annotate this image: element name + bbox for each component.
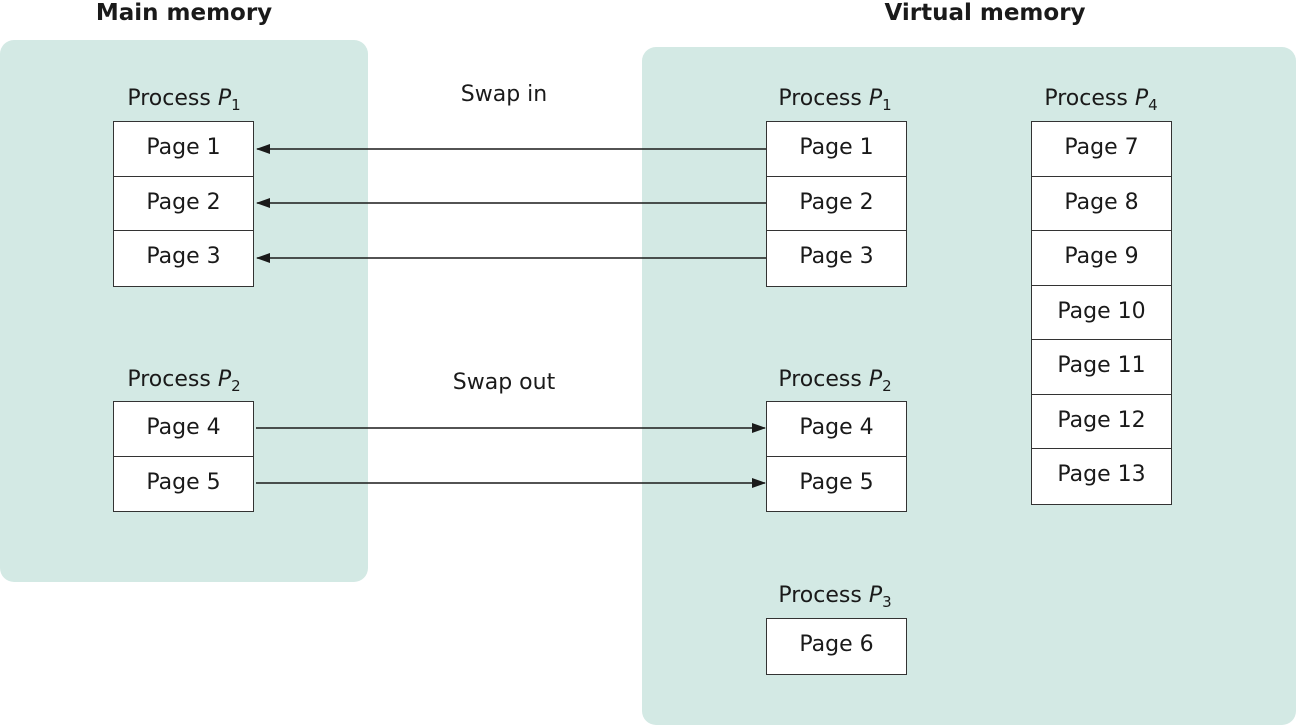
main-process-p2-pages: Page 4 Page 5 [113, 401, 254, 512]
page-cell: Page 10 [1032, 286, 1171, 340]
swap-out-label: Swap out [452, 370, 556, 395]
virtual-process-p3-label: Process P3 [778, 583, 892, 611]
virtual-process-p4-label: Process P4 [1044, 86, 1158, 114]
page-cell: Page 1 [767, 122, 906, 177]
virtual-process-p4-pages: Page 7 Page 8 Page 9 Page 10 Page 11 Pag… [1031, 121, 1172, 505]
main-process-p1-label: Process P1 [127, 86, 241, 114]
page-cell: Page 11 [1032, 340, 1171, 395]
page-cell: Page 7 [1032, 122, 1171, 177]
page-cell: Page 12 [1032, 395, 1171, 449]
virtual-process-p1-pages: Page 1 Page 2 Page 3 [766, 121, 907, 287]
page-cell: Page 1 [114, 122, 253, 177]
main-memory-heading: Main memory [95, 0, 273, 26]
page-cell: Page 5 [146, 469, 221, 495]
page-cell: Page 4 [114, 402, 253, 457]
main-process-p1-pages: Page 1 Page 2 Page 3 [113, 121, 254, 287]
virtual-memory-region [642, 47, 1296, 725]
page-cell: Page 2 [114, 177, 253, 231]
virtual-process-p2-pages: Page 4 Page 5 [766, 401, 907, 512]
virtual-process-p2-label: Process P2 [778, 367, 892, 395]
swap-in-label: Swap in [460, 82, 548, 107]
page-cell: Page 13 [1057, 462, 1146, 487]
virtual-process-p1-label: Process P1 [778, 86, 892, 114]
main-process-p2-label: Process P2 [127, 367, 241, 395]
page-cell: Page 8 [1032, 177, 1171, 231]
page-cell: Page 3 [799, 244, 874, 269]
page-cell: Page 6 [799, 632, 874, 657]
virtual-process-p3-pages: Page 6 [766, 618, 907, 675]
page-cell: Page 2 [767, 177, 906, 231]
virtual-memory-heading: Virtual memory [884, 0, 1086, 26]
page-cell: Page 3 [146, 244, 221, 269]
page-cell: Page 5 [799, 469, 874, 495]
page-cell: Page 4 [767, 402, 906, 457]
page-cell: Page 9 [1032, 231, 1171, 286]
